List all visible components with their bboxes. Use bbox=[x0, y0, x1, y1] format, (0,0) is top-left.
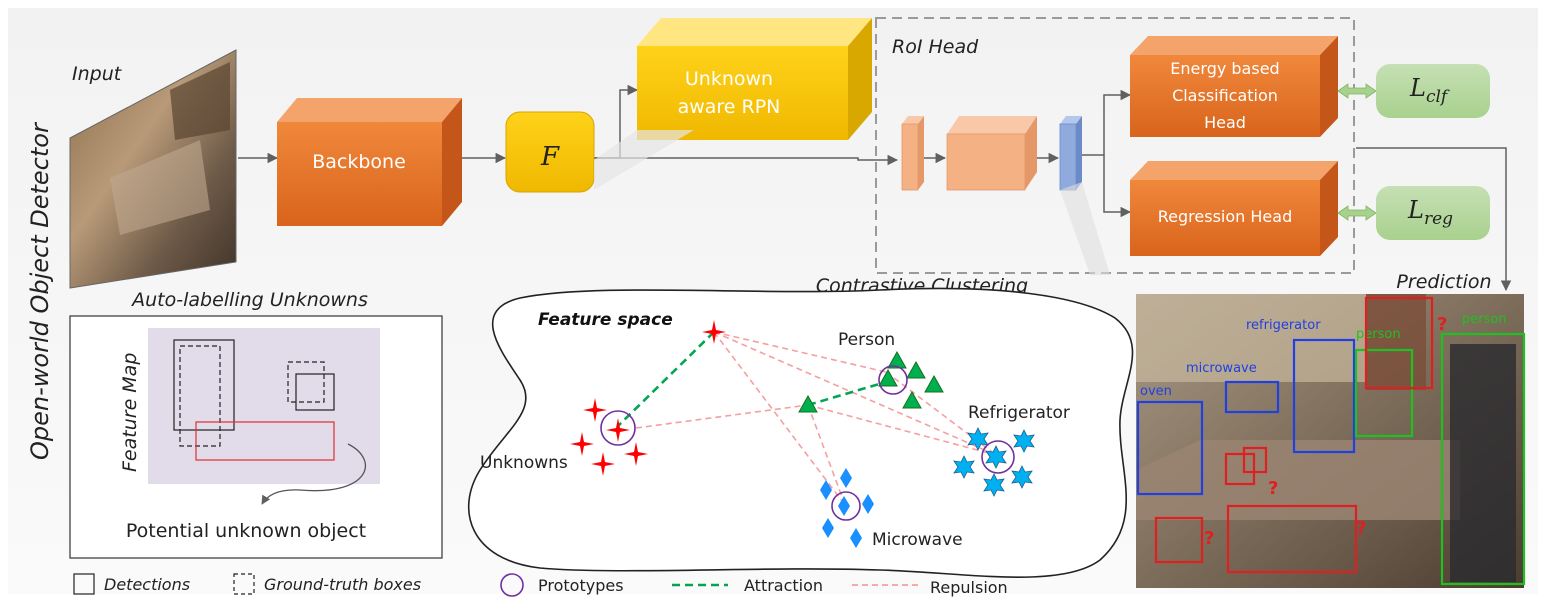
energy-label-line3: Head bbox=[1204, 113, 1246, 132]
rpn-block: Unknown aware RPN bbox=[637, 18, 872, 140]
pred-box-microwave bbox=[1224, 380, 1280, 414]
pred-label-refrigerator: refrigerator bbox=[1246, 318, 1321, 333]
legend-gt-swatch bbox=[233, 573, 255, 595]
pred-label-microwave: microwave bbox=[1186, 361, 1257, 376]
pred-box-oven bbox=[1136, 400, 1204, 496]
loss-clf-pill: Lclf bbox=[1376, 64, 1490, 118]
backbone-label: Backbone bbox=[312, 151, 406, 173]
energy-head-block: Energy based Classification Head bbox=[1130, 36, 1338, 137]
legend-detections-swatch bbox=[73, 573, 95, 595]
arrow-roi-energy bbox=[1082, 89, 1132, 156]
pred-label-person-1: person bbox=[1356, 327, 1401, 342]
pred-box-unknown-5 bbox=[1226, 504, 1358, 574]
detection-box-small bbox=[295, 373, 335, 411]
roi-layer-2 bbox=[946, 116, 1037, 191]
feature-space-label: Feature space bbox=[538, 310, 673, 330]
loss-reg-pill: Lreg bbox=[1376, 186, 1490, 240]
input-image-detail bbox=[110, 140, 210, 235]
energy-label-line2: Classification bbox=[1172, 86, 1278, 105]
potential-unknown-label: Potential unknown object bbox=[126, 520, 366, 542]
feature-map-label: Feature Map bbox=[119, 353, 141, 472]
pred-unknown-mark-3: ? bbox=[1204, 528, 1214, 549]
unknowns-label: Unknowns bbox=[480, 453, 568, 473]
person-cluster bbox=[798, 350, 944, 413]
roi-head-label: RoI Head bbox=[892, 36, 979, 58]
rpn-label-line2: aware RPN bbox=[678, 96, 781, 118]
refrigerator-prototype bbox=[981, 440, 1015, 474]
pred-box-unknown-1 bbox=[1364, 296, 1434, 390]
legend-gt-label: Ground-truth boxes bbox=[264, 575, 421, 594]
person-prototype bbox=[878, 365, 908, 395]
unknown-cluster bbox=[570, 320, 726, 476]
regression-label: Regression Head bbox=[1158, 207, 1292, 226]
input-image-shelf bbox=[170, 62, 230, 140]
backbone-block: Backbone bbox=[277, 98, 462, 226]
pred-unknown-mark-4: ? bbox=[1356, 518, 1366, 539]
loss-reg-main: L bbox=[1407, 196, 1424, 224]
energy-label-line1: Energy based bbox=[1170, 59, 1279, 78]
legend-prototype-label: Prototypes bbox=[538, 576, 624, 595]
legend-attraction-label: Attraction bbox=[744, 576, 823, 595]
arrow-to-prediction bbox=[1356, 147, 1512, 292]
loss-clf-main: L bbox=[1409, 74, 1426, 102]
pred-box-unknown-2 bbox=[1224, 452, 1256, 486]
pred-unknown-mark-2: ? bbox=[1268, 478, 1278, 499]
unknown-candidate-box bbox=[195, 421, 335, 461]
arrow-f-roi bbox=[594, 154, 899, 166]
pred-label-person-2: person bbox=[1462, 312, 1507, 327]
pred-unknown-mark-1: ? bbox=[1437, 314, 1447, 335]
legend-detections-label: Detections bbox=[104, 575, 190, 594]
input-label: Input bbox=[72, 63, 123, 85]
microwave-cluster bbox=[820, 468, 874, 548]
gt-box-large bbox=[179, 345, 221, 447]
roi-layer-3 bbox=[1059, 116, 1082, 191]
projection-wedge-roi bbox=[1060, 182, 1110, 275]
unknown-prototype bbox=[600, 410, 636, 446]
prediction-counter bbox=[1136, 440, 1460, 520]
pred-box-person-2 bbox=[1440, 332, 1526, 586]
prediction-title: Prediction bbox=[1396, 271, 1491, 293]
refrigerator-cluster bbox=[953, 427, 1035, 497]
prediction-person-figure bbox=[1450, 344, 1516, 582]
potential-arrow bbox=[261, 443, 366, 505]
regression-head-block: Regression Head bbox=[1130, 161, 1338, 256]
loss-clf-sub: clf bbox=[1426, 87, 1450, 107]
pred-box-refrigerator bbox=[1292, 338, 1356, 454]
gt-box-small bbox=[287, 361, 325, 403]
refrigerator-label: Refrigerator bbox=[968, 403, 1070, 423]
person-label: Person bbox=[838, 330, 895, 350]
roi-layer-1 bbox=[901, 116, 924, 191]
legend-repulsion-label: Repulsion bbox=[930, 578, 1008, 597]
feature-label: F bbox=[540, 142, 560, 172]
auto-label-title: Auto-labelling Unknowns bbox=[130, 289, 368, 311]
rpn-label-line1: Unknown bbox=[685, 68, 773, 90]
microwave-label: Microwave bbox=[872, 530, 963, 550]
arrow-roi-regression bbox=[1103, 155, 1132, 218]
pred-box-person-1 bbox=[1354, 348, 1414, 438]
feature-block: F bbox=[505, 111, 595, 193]
prediction-cabinets bbox=[1136, 294, 1366, 382]
prediction-bookshelf bbox=[1366, 294, 1426, 390]
svg-text:Lclf: Lclf bbox=[1409, 74, 1450, 107]
pred-box-unknown-4 bbox=[1154, 516, 1204, 564]
legend-prototype-swatch bbox=[500, 573, 524, 597]
pred-box-unknown-3 bbox=[1242, 446, 1268, 474]
svg-text:Lreg: Lreg bbox=[1407, 196, 1453, 229]
attraction-lines bbox=[617, 331, 887, 427]
detection-box-large bbox=[173, 339, 235, 431]
microwave-prototype bbox=[831, 491, 861, 521]
feature-map-area bbox=[148, 328, 380, 484]
feature-space-blob bbox=[467, 287, 1134, 578]
loss-reg-sub: reg bbox=[1424, 209, 1453, 229]
vertical-title: Open-world Object Detector bbox=[26, 121, 54, 460]
projection-wedge-rpn bbox=[594, 130, 694, 190]
pred-label-oven: oven bbox=[1140, 384, 1172, 399]
